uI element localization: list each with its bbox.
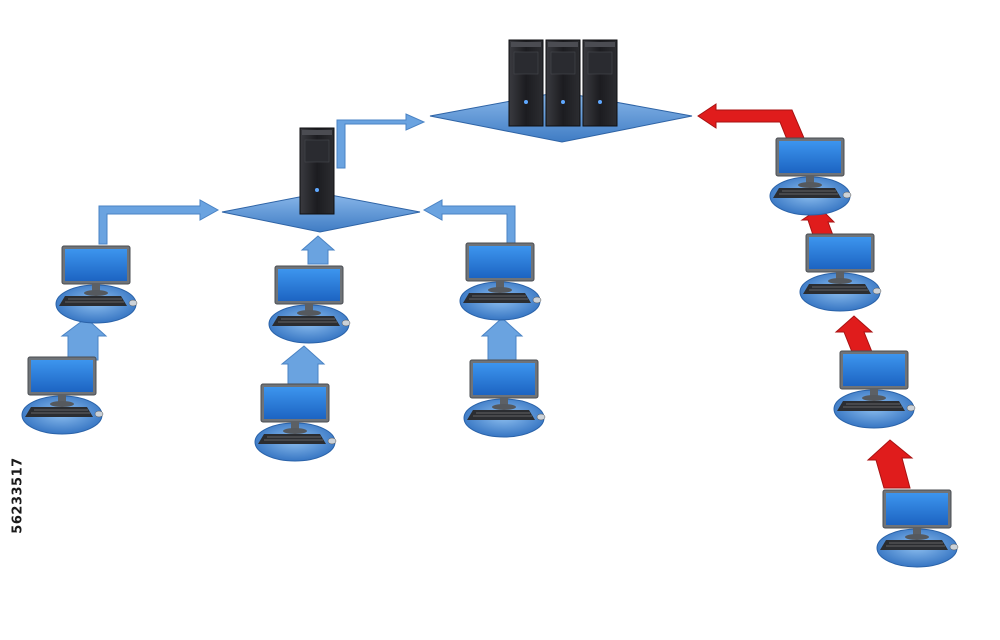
arrow-icon [60,317,108,361]
blue-connectors [60,113,524,387]
arrow-icon [697,103,805,143]
image-id-label: 56233517 [10,456,26,534]
arrow-icon [98,199,220,245]
blue-workstations [21,242,546,462]
red-workstations [769,137,959,568]
server-tower-icon [299,127,335,215]
workstation-icon [21,356,104,435]
workstation-icon [254,383,337,462]
workstation-icon [268,265,351,344]
workstation-icon [833,350,916,429]
arrow-icon [422,199,516,245]
arrow-icon [834,315,874,353]
arrow-icon [300,235,336,265]
workstation-icon [876,489,959,568]
server-tower-icon [545,39,581,127]
workstation-icon [799,233,882,312]
workstation-icon [769,137,852,216]
main-servers [508,39,618,127]
server-tower-icon [508,39,544,127]
arrow-icon [280,345,326,387]
arrow-icon [480,317,524,365]
server-tower-icon [582,39,618,127]
workstation-icon [55,245,138,324]
arrow-icon [336,113,426,169]
red-connectors [697,103,914,489]
workstation-icon [463,359,546,438]
workstation-icon [459,242,542,321]
arrow-icon [866,439,914,489]
